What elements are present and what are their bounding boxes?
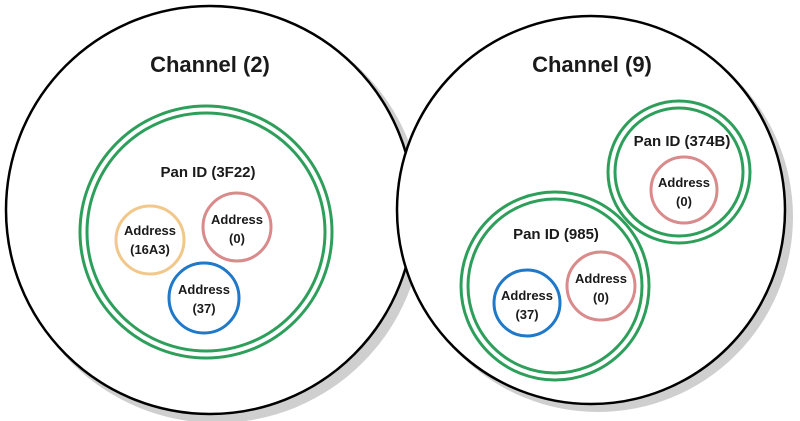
address-37-node: Address (37)	[167, 261, 241, 335]
address-37-label: Address	[178, 282, 230, 297]
address-16a3-circle	[114, 204, 186, 276]
address-0-circle	[201, 191, 273, 263]
address-37-value: (37)	[515, 307, 538, 322]
address-0-label: Address	[211, 212, 263, 227]
address-16a3-label: Address	[124, 223, 176, 238]
pan-374b-title: Pan ID (374B)	[634, 133, 731, 150]
address-37-value: (37)	[192, 301, 215, 316]
pan-985-group: Pan ID (985) Address (37) Address (0)	[459, 190, 651, 382]
address-0-label: Address	[658, 175, 710, 190]
address-0-circle	[565, 250, 637, 322]
channel-2-title: Channel (2)	[150, 52, 270, 77]
address-37-node: Address (37)	[492, 268, 562, 338]
channel-9-title: Channel (9)	[532, 52, 652, 77]
address-0-value: (0)	[229, 231, 245, 246]
pan-3f22-title: Pan ID (3F22)	[160, 164, 255, 181]
channel-2-group: Channel (2) Pan ID (3F22) Address (16A3)…	[4, 4, 423, 421]
address-0-value: (0)	[676, 194, 692, 209]
address-37-label: Address	[501, 288, 553, 303]
address-0-node: Address (0)	[201, 191, 273, 263]
pan-3f22-group: Pan ID (3F22) Address (16A3) Address (0)…	[78, 104, 334, 360]
pan-985-title: Pan ID (985)	[513, 226, 599, 243]
pan-985-inner-ring	[466, 197, 644, 375]
address-37-circle	[492, 268, 562, 338]
address-37-circle	[167, 261, 241, 335]
pan-3f22-inner-ring	[85, 111, 327, 353]
pan-985-outer-ring	[459, 190, 651, 382]
address-0-circle	[649, 155, 719, 225]
address-0-label: Address	[575, 271, 627, 286]
address-0-value: (0)	[593, 290, 609, 305]
address-0-node: Address (0)	[649, 155, 719, 225]
address-0-node: Address (0)	[565, 250, 637, 322]
address-16a3-node: Address (16A3)	[114, 204, 186, 276]
pan-374b-group: Pan ID (374B) Address (0)	[606, 99, 752, 245]
pan-3f22-outer-ring	[78, 104, 334, 360]
pan-374b-outer-ring	[606, 99, 752, 245]
address-16a3-value: (16A3)	[130, 242, 170, 257]
pan-374b-inner-ring	[613, 106, 745, 238]
channel-9-group: Channel (9) Pan ID (374B) Address (0) Pa…	[395, 14, 793, 412]
